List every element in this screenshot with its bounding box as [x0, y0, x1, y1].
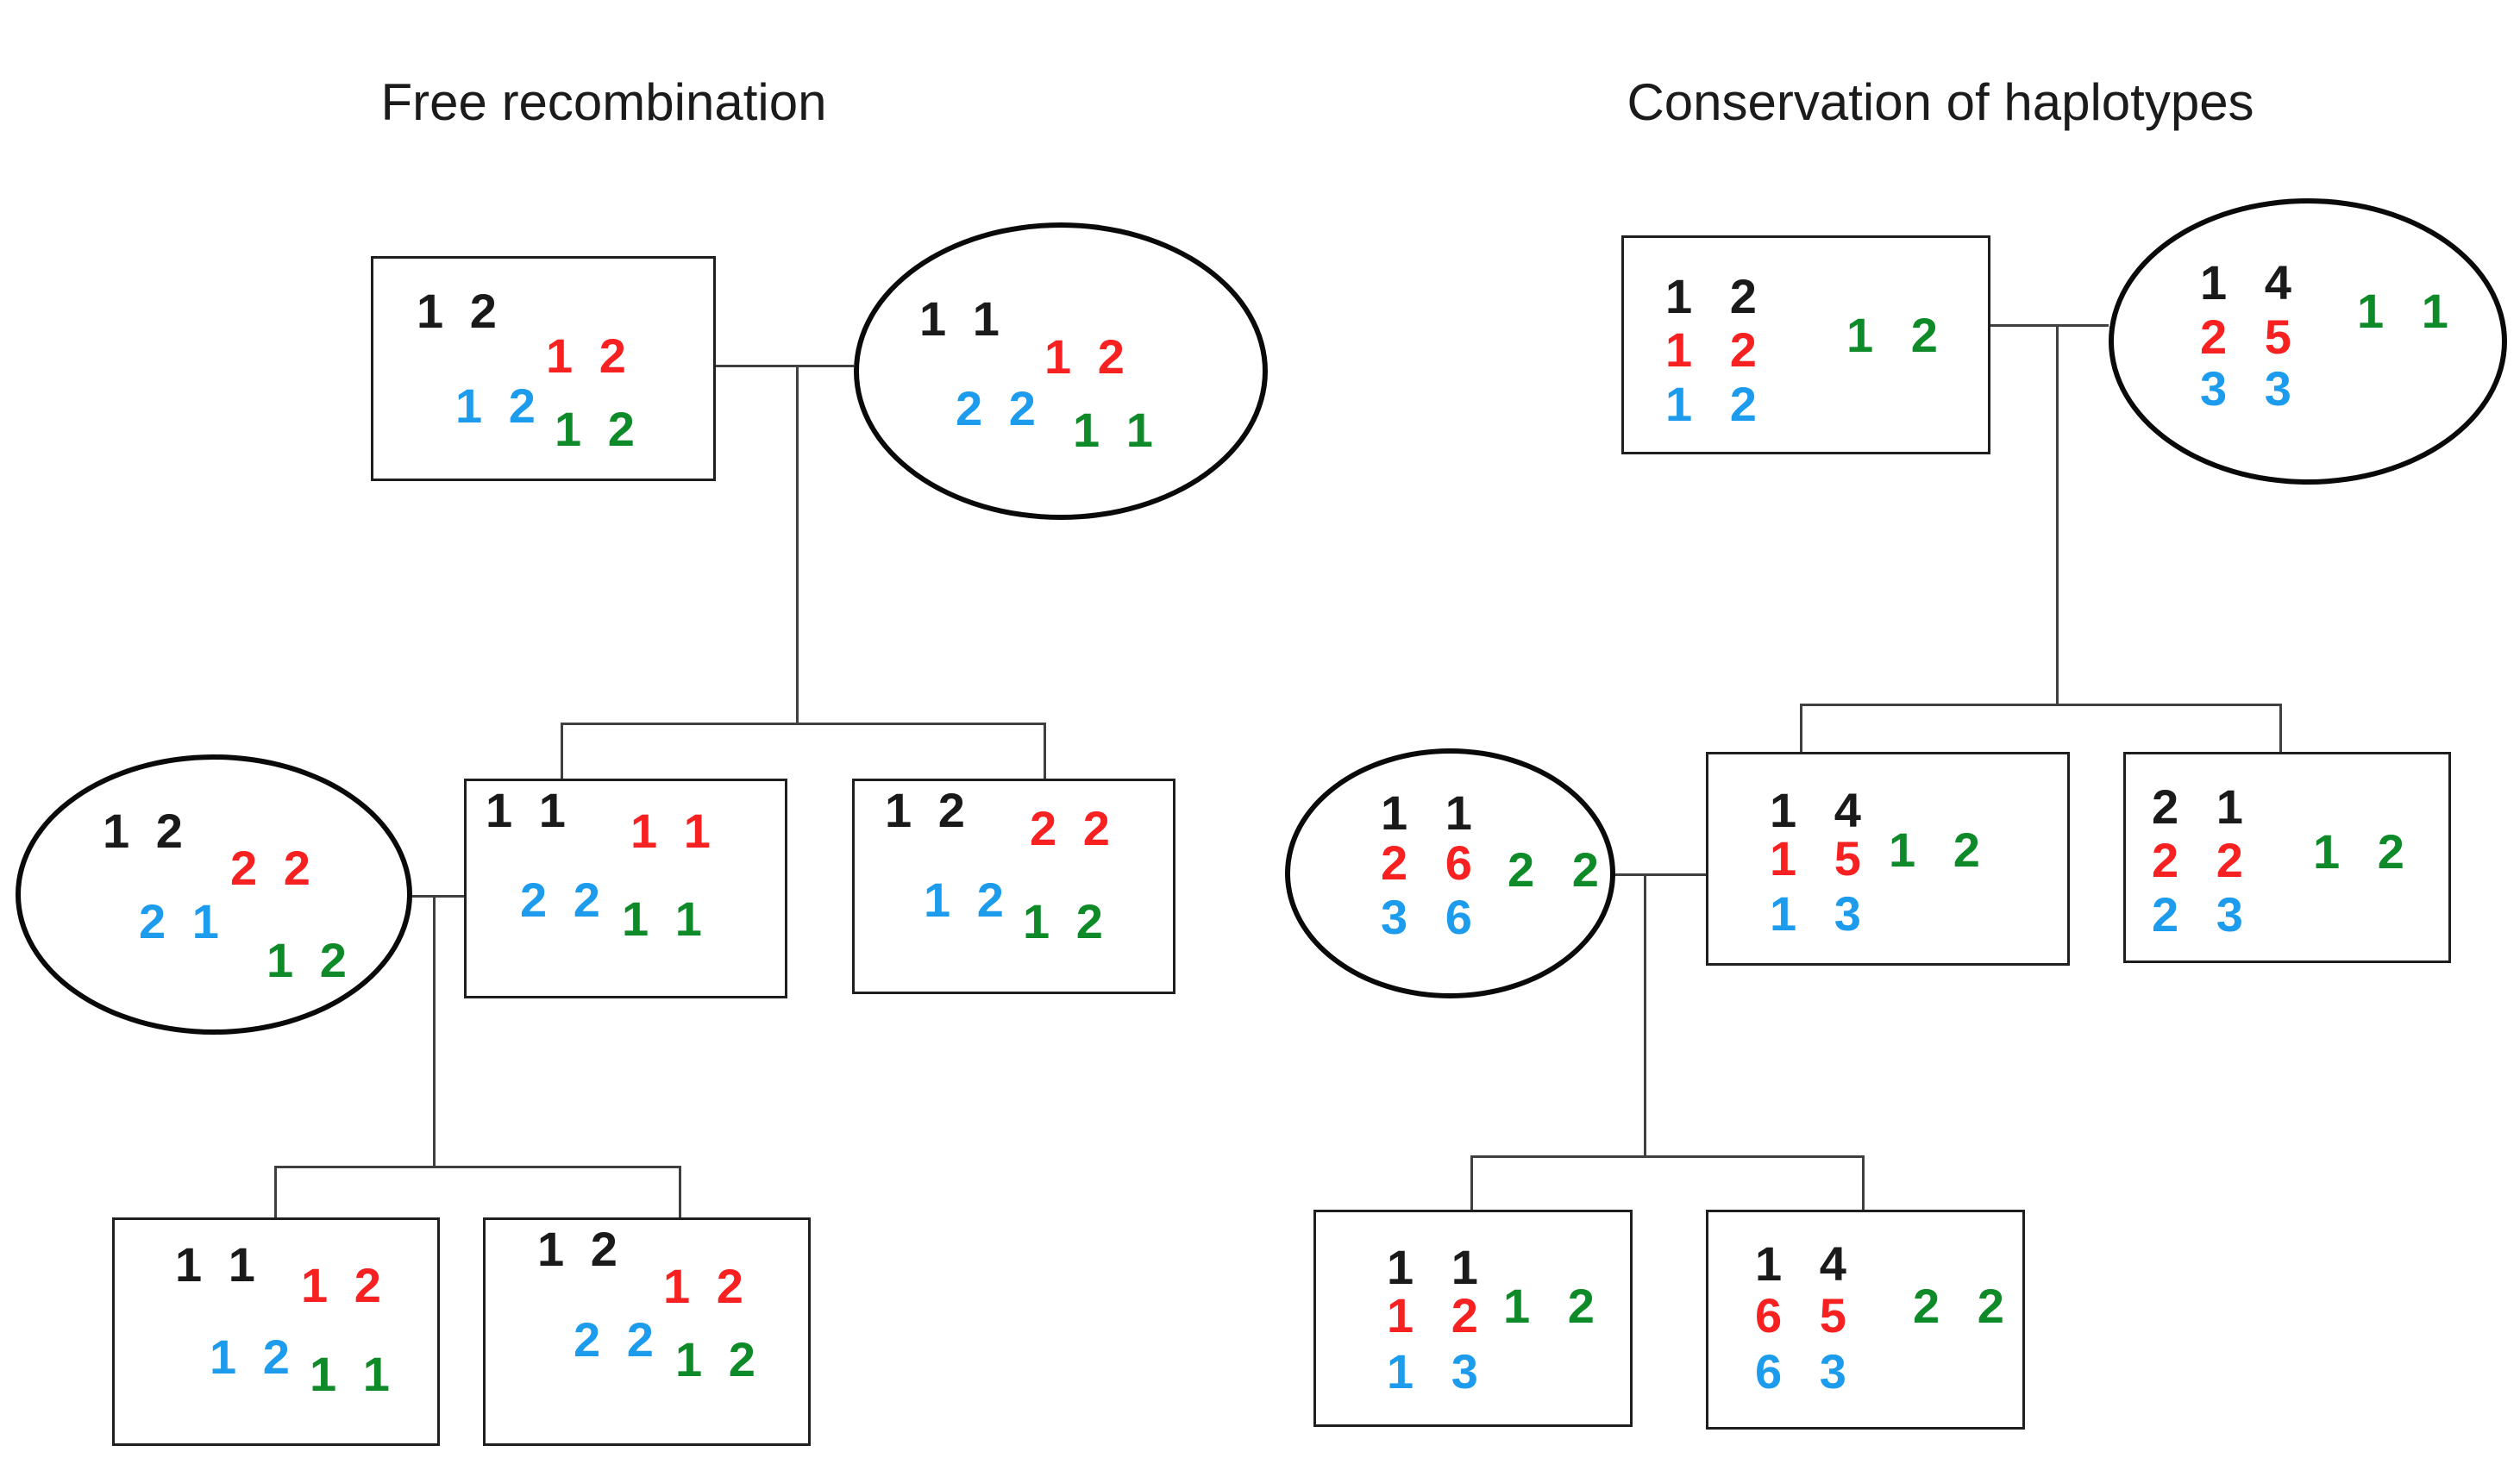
allele-pair-green: 2 2 [1913, 1279, 2004, 1333]
allele-pair-black: 1 1 [919, 291, 1000, 346]
allele-pair-black: 1 1 [1381, 785, 1472, 840]
spouse-gen2-ellipse: 1 1 2 6 3 6 2 2 [1285, 748, 1615, 998]
child-drop-gen3-son2 [1862, 1155, 1865, 1210]
panel-title-free-recombination: Free recombination [380, 73, 827, 131]
allele-pair-red: 2 6 [1381, 835, 1472, 890]
allele-pair-red: 1 2 [1665, 322, 1757, 377]
allele-pair-blue: 1 2 [455, 379, 536, 433]
allele-pair-black: 1 2 [1665, 269, 1757, 323]
allele-pair-red: 1 2 [1387, 1288, 1478, 1342]
spouse-gen2-ellipse: 1 2 2 2 2 1 1 2 [16, 754, 412, 1035]
allele-pair-green: 1 2 [1846, 308, 1938, 362]
allele-pair-black: 1 2 [537, 1222, 617, 1276]
panel-title-conservation-of-haplotypes: Conservation of haplotypes [1627, 73, 2254, 131]
allele-pair-blue: 1 2 [210, 1330, 290, 1384]
allele-pair-blue: 2 2 [574, 1312, 654, 1367]
allele-pair-green: 1 1 [2357, 284, 2448, 338]
allele-pair-blue: 1 2 [924, 873, 1004, 927]
child-drop-gen3-son2 [679, 1166, 681, 1217]
allele-pair-blue: 3 6 [1381, 890, 1472, 944]
allele-pair-red: 1 5 [1770, 831, 1861, 885]
allele-pair-black: 1 1 [175, 1237, 255, 1292]
allele-pair-green: 1 2 [555, 402, 635, 456]
allele-pair-red: 2 2 [230, 841, 310, 895]
allele-pair-red: 2 5 [2200, 310, 2291, 364]
allele-pair-black: 1 1 [1387, 1240, 1478, 1294]
allele-pair-blue: 2 2 [956, 381, 1036, 435]
descent-line-gen1 [796, 365, 799, 723]
allele-pair-blue: 1 2 [1665, 377, 1757, 431]
allele-pair-black: 1 4 [1770, 783, 1861, 837]
son1-gen2-box: 1 1 1 1 2 2 1 1 [464, 779, 787, 998]
child-drop-gen2-son2 [2279, 704, 2282, 753]
allele-pair-black: 1 4 [1755, 1236, 1846, 1291]
allele-pair-green: 1 2 [1889, 823, 1980, 877]
sibling-line-gen2 [561, 723, 1045, 725]
allele-pair-green: 1 2 [2313, 824, 2404, 879]
descent-line-gen2 [1644, 873, 1646, 1155]
allele-pair-red: 1 2 [301, 1258, 381, 1312]
allele-pair-green: 1 2 [1023, 894, 1103, 948]
mother-gen1-ellipse: 1 1 1 2 2 2 1 1 [854, 222, 1268, 520]
allele-pair-blue: 1 3 [1770, 886, 1861, 941]
child-drop-gen2-son1 [561, 723, 563, 779]
allele-pair-blue: 2 3 [2152, 887, 2243, 942]
allele-pair-red: 6 5 [1755, 1288, 1846, 1342]
allele-pair-green: 1 2 [266, 933, 347, 987]
allele-pair-blue: 3 3 [2200, 361, 2291, 416]
son2-gen2-box: 2 1 2 2 2 3 1 2 [2123, 752, 2451, 963]
child-drop-gen2-son2 [1044, 723, 1046, 779]
allele-pair-green: 1 2 [675, 1332, 755, 1386]
son1-gen2-box: 1 4 1 5 1 3 1 2 [1706, 752, 2070, 966]
sibling-line-gen2 [1800, 704, 2282, 706]
sibling-line-gen3 [274, 1166, 681, 1168]
allele-pair-green: 1 2 [1503, 1279, 1595, 1333]
marriage-line-gen1 [1990, 324, 2109, 327]
allele-pair-green: 2 2 [1508, 842, 1599, 897]
allele-pair-red: 2 2 [1030, 801, 1110, 855]
grandson1-gen3-box: 1 1 1 2 1 2 1 1 [112, 1217, 440, 1446]
allele-pair-blue: 1 3 [1387, 1344, 1478, 1399]
allele-pair-red: 1 2 [546, 329, 626, 383]
father-gen1-box: 1 2 1 2 1 2 1 2 [1621, 235, 1990, 454]
allele-pair-black: 1 2 [103, 804, 183, 858]
allele-pair-black: 2 1 [2152, 779, 2243, 834]
grandson2-gen3-box: 1 4 6 5 6 3 2 2 [1706, 1210, 2025, 1430]
grandson1-gen3-box: 1 1 1 2 1 3 1 2 [1313, 1210, 1633, 1427]
marriage-line-gen1 [716, 365, 854, 367]
father-gen1-box: 1 2 1 2 1 2 1 2 [371, 256, 716, 481]
mother-gen1-ellipse: 1 4 2 5 3 3 1 1 [2109, 198, 2507, 485]
allele-pair-black: 1 2 [417, 284, 497, 338]
allele-pair-green: 1 1 [622, 892, 702, 946]
allele-pair-blue: 2 2 [520, 873, 600, 927]
allele-pair-green: 1 1 [310, 1347, 390, 1401]
descent-line-gen1 [2056, 324, 2059, 704]
allele-pair-red: 1 1 [630, 804, 711, 858]
grandson2-gen3-box: 1 2 1 2 2 2 1 2 [483, 1217, 811, 1446]
allele-pair-red: 2 2 [2152, 833, 2243, 887]
child-drop-gen3-son1 [1470, 1155, 1473, 1210]
allele-pair-black: 1 2 [885, 783, 965, 837]
sibling-line-gen3 [1470, 1155, 1865, 1158]
son2-gen2-box: 1 2 2 2 1 2 1 2 [852, 779, 1175, 994]
allele-pair-black: 1 4 [2200, 255, 2291, 310]
child-drop-gen2-son1 [1800, 704, 1802, 753]
child-drop-gen3-son1 [274, 1166, 277, 1217]
allele-pair-green: 1 1 [1073, 403, 1153, 457]
allele-pair-red: 1 2 [1044, 329, 1125, 384]
descent-line-gen2 [433, 895, 436, 1166]
allele-pair-blue: 6 3 [1755, 1344, 1846, 1399]
allele-pair-blue: 2 1 [139, 894, 219, 948]
allele-pair-red: 1 2 [663, 1259, 743, 1313]
marriage-line-gen2 [407, 895, 466, 898]
allele-pair-black: 1 1 [486, 783, 566, 837]
marriage-line-gen2 [1612, 873, 1708, 876]
